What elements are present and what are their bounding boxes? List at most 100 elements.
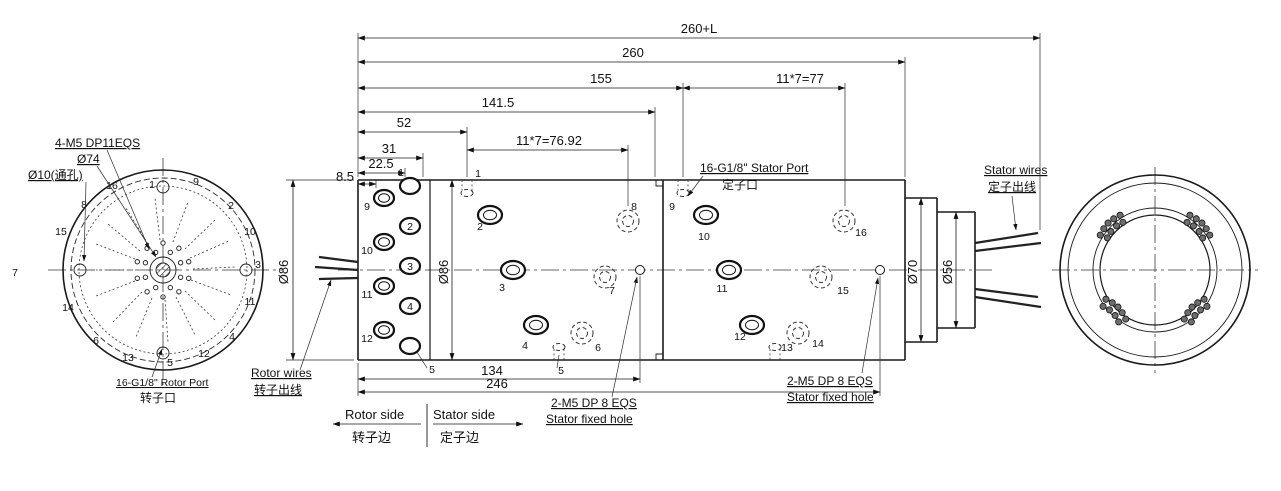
- bolt-circle: [70, 177, 256, 363]
- stator-body-ports: 9 10 11 12 13 14 15 16: [669, 180, 867, 360]
- port-number: 12: [361, 333, 373, 345]
- joint-notch-bottom: [655, 353, 663, 360]
- port-number: 15: [55, 226, 67, 238]
- port-number: 1: [475, 168, 481, 180]
- wire-bundle-bottom-left: [1099, 295, 1130, 326]
- port-number: 3: [255, 259, 261, 271]
- fixed-hole-1-label-l1: 2-M5 DP 8 EQS: [551, 396, 637, 410]
- stator-port-label-en: 16-G1/8" Stator Port: [700, 161, 809, 175]
- fixed-hole-2-label-l1: 2-M5 DP 8 EQS: [787, 374, 873, 388]
- rotor-port-leader: [151, 348, 163, 378]
- port-number: 16: [106, 180, 118, 192]
- dim-155: 155: [590, 71, 612, 86]
- stator-wires: [974, 231, 1042, 309]
- joint-notch-top: [655, 180, 663, 187]
- port-number: 16: [855, 227, 867, 239]
- rotor-wires-label-en: Rotor wires: [251, 366, 312, 380]
- d74-leader: [96, 165, 157, 258]
- port-number: 3: [407, 261, 413, 273]
- port-number: 9: [364, 201, 370, 213]
- dim-134: 134: [481, 363, 503, 378]
- port-circle: [78, 185, 248, 355]
- rotor-wires-label-cn: 转子出线: [254, 382, 302, 397]
- port-number: 14: [812, 338, 824, 350]
- stator-wires-label-en: Stator wires: [984, 163, 1047, 177]
- port-number: 7: [12, 267, 18, 279]
- bore-inner-circle: [1099, 214, 1211, 326]
- stator-wires-leader: [1011, 195, 1018, 231]
- dim-52: 52: [397, 115, 411, 130]
- port-number: 10: [361, 245, 373, 257]
- port-number: 8: [631, 201, 637, 213]
- dim-total-length: 260+L: [681, 21, 718, 36]
- mounting-holes: [73, 180, 253, 360]
- face-outer-circle: [62, 169, 264, 371]
- dim-246: 246: [486, 376, 508, 391]
- port-number: 14: [62, 302, 74, 314]
- dim-31: 31: [382, 141, 396, 156]
- port-number: 12: [198, 348, 210, 360]
- port-number: 4: [229, 331, 235, 343]
- d10-leader: [82, 181, 87, 262]
- stator-face-view: [1052, 167, 1258, 373]
- port-number: 4: [407, 301, 413, 313]
- stator-fixed-hole-2: [875, 265, 885, 275]
- dim-body-od: Ø86: [436, 260, 451, 285]
- callout-d10: Ø10(通孔): [28, 168, 83, 182]
- dim-stator-pitch: 11*7=77: [776, 71, 824, 86]
- bore-outer-circle: [1092, 207, 1218, 333]
- fixed-hole-2-leader: [861, 277, 880, 374]
- center-hatched-hole: [155, 262, 171, 278]
- rotor-port-label-cn: 转子口: [140, 390, 176, 405]
- port-number: 7: [609, 285, 615, 297]
- callout-4m5: 4-M5 DP11EQS: [55, 136, 140, 150]
- fixed-hole-2-label-l2: Stator fixed hole: [787, 390, 874, 404]
- fixed-hole-1-label-l2: Stator fixed hole: [546, 412, 633, 426]
- stator-fixed-hole-1: [635, 265, 645, 275]
- port-number: 5: [429, 364, 435, 376]
- port-number: 11: [362, 289, 373, 301]
- port-number: 11: [717, 283, 728, 295]
- port-number: 8: [81, 199, 87, 211]
- port-number: 13: [122, 352, 134, 364]
- port-number: 10: [244, 226, 256, 238]
- port-number: 2: [228, 200, 234, 212]
- port-spokes: [91, 197, 236, 343]
- stator-wires-label-cn: 定子出线: [988, 179, 1036, 194]
- dim-rotor-pitch: 11*7=76.92: [516, 133, 582, 148]
- port-number: 13: [781, 342, 793, 354]
- port-number: 5: [558, 365, 564, 377]
- port-number: 11: [245, 296, 256, 308]
- center-bore: [149, 256, 177, 284]
- port-number: 3: [499, 282, 505, 294]
- dim-141-5: 141.5: [482, 95, 515, 110]
- port-number: 15: [837, 285, 849, 297]
- dim-shaft-od: Ø56: [940, 260, 955, 285]
- dim-flange-od: Ø86: [276, 260, 291, 285]
- dim-step-od: Ø70: [905, 260, 920, 285]
- stator-side-label-en: Stator side: [433, 407, 495, 422]
- side-legend: Rotor side 转子边 Stator side 定子边: [332, 404, 524, 447]
- dim-22-5: 22.5: [368, 156, 393, 171]
- rotor-wires: [314, 255, 359, 281]
- rotor-flange-ports: 9 10 11 12 1 2 3 4 5: [361, 167, 435, 376]
- port-number: 1: [149, 179, 155, 191]
- stator-outer-circle: [1059, 174, 1251, 366]
- rotor-port-label-en: 16-G1/8" Rotor Port: [116, 377, 209, 389]
- port-number: 4: [522, 340, 528, 352]
- stator-port-label-cn: 定子口: [722, 177, 758, 192]
- dim-body-length: 260: [622, 45, 644, 60]
- port-number: 2: [407, 221, 413, 233]
- fixed-hole-1-leader: [611, 276, 638, 398]
- m5-leader: [106, 149, 150, 250]
- stator-side-label-cn: 定子边: [440, 430, 479, 445]
- port-number: 12: [734, 331, 746, 343]
- stator-inner-rim: [1067, 182, 1243, 358]
- wire-bundle-top-right: [1183, 211, 1214, 242]
- callouts: 16-G1/8" Stator Port 定子口 Stator wires 定子…: [251, 161, 1047, 426]
- rotor-side-label-cn: 转子边: [352, 430, 391, 445]
- wire-bundle-top-left: [1096, 211, 1127, 242]
- port-number: 6: [595, 342, 601, 354]
